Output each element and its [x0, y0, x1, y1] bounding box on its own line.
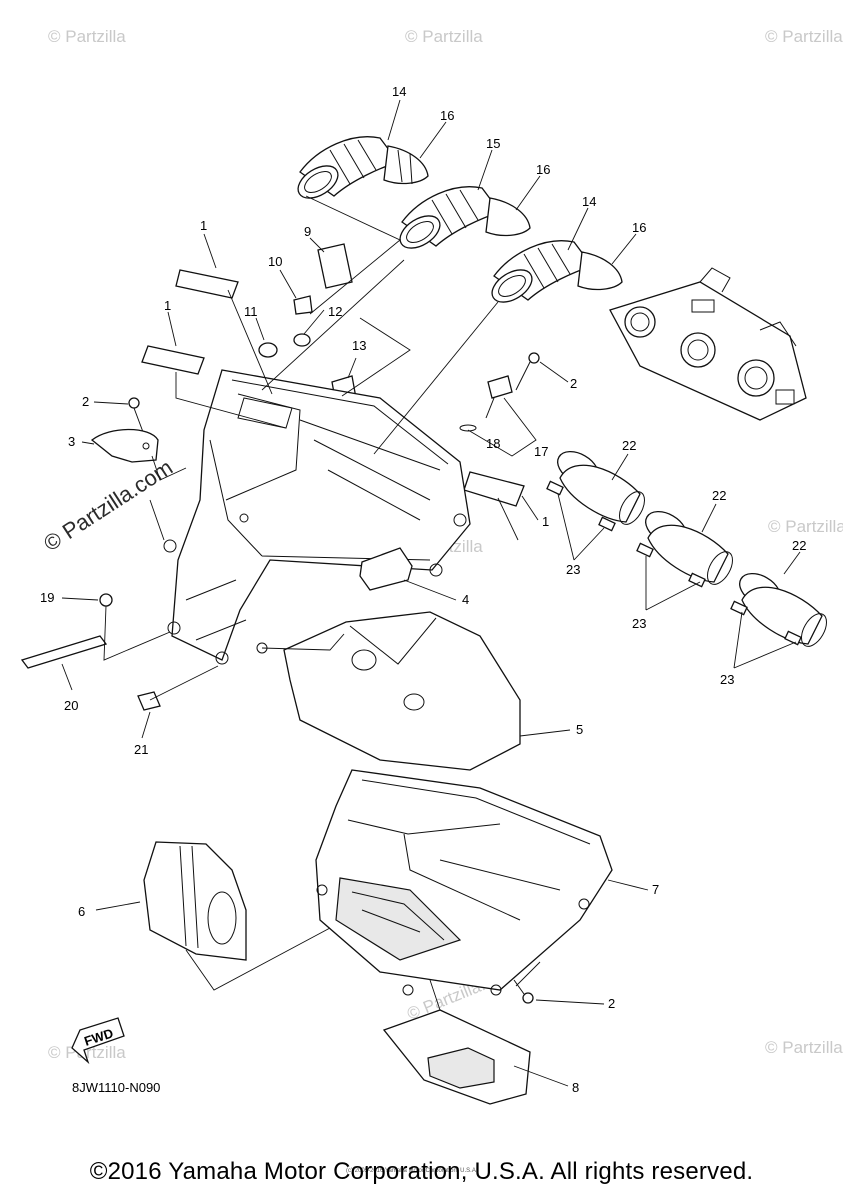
callout-20: 20	[64, 698, 78, 713]
callout-22c: 22	[792, 538, 806, 553]
diagram-code: 8JW1110-N090	[72, 1080, 160, 1095]
collar-part-11	[258, 342, 278, 358]
joint-part-22c	[739, 572, 827, 647]
callout-15: 15	[486, 136, 500, 151]
callout-labels: 14 16 15 16 14 16 1 9 10 1 11 12 13 2 2 …	[40, 84, 806, 1095]
callout-13: 13	[352, 338, 366, 353]
collar-part-12	[293, 333, 311, 347]
grommet-part-10	[293, 295, 313, 315]
air-box-lower-case	[315, 769, 613, 996]
screen-part-8	[382, 1009, 531, 1105]
callout-10: 10	[268, 254, 282, 269]
watermark-top-center: © Partzilla	[405, 27, 483, 46]
callout-9: 9	[304, 224, 311, 239]
callout-23a: 23	[566, 562, 580, 577]
callout-2c: 2	[608, 996, 615, 1011]
rubber-joints	[546, 450, 827, 647]
callout-23c: 23	[720, 672, 734, 687]
callout-16b: 16	[536, 162, 550, 177]
screw-part-19	[99, 593, 113, 607]
intake-funnel-right	[491, 240, 623, 303]
callout-3: 3	[68, 434, 75, 449]
callout-6: 6	[78, 904, 85, 919]
callout-21: 21	[134, 742, 148, 757]
callout-7: 7	[652, 882, 659, 897]
callout-22a: 22	[622, 438, 636, 453]
joint-part-22a	[557, 450, 645, 525]
callout-5: 5	[576, 722, 583, 737]
watermark-mid-right: © Partzilla	[768, 517, 843, 536]
callout-1a: 1	[200, 218, 207, 233]
callout-4: 4	[462, 592, 469, 607]
watermark-bottom-left: © Partzilla	[48, 1043, 126, 1062]
joint-part-22b	[645, 510, 733, 585]
o-ring-part-18	[459, 424, 477, 432]
air-box-upper-case	[163, 369, 471, 665]
watermark-top-right: © Partzilla	[765, 27, 843, 46]
callout-18: 18	[486, 436, 500, 451]
callout-22b: 22	[712, 488, 726, 503]
callout-14b: 14	[582, 194, 596, 209]
watermark-bottom-right: © Partzilla	[765, 1038, 843, 1057]
copyright-footer: ©2016 Yamaha Motor Corporation, U.S.A. A…	[89, 1158, 754, 1185]
element-part-9	[317, 243, 353, 289]
fasteners	[20, 352, 540, 1004]
callout-2b: 2	[570, 376, 577, 391]
throttle-body-assembly	[609, 267, 807, 421]
callout-17: 17	[534, 444, 548, 459]
callout-12: 12	[328, 304, 342, 319]
bracket-part-3	[90, 428, 159, 463]
callout-16c: 16	[632, 220, 646, 235]
fine-print: (c) 2005-2016 Yamaha Motor Corporation, …	[346, 1168, 478, 1174]
intake-funnel-center	[399, 186, 531, 249]
callout-2a: 2	[82, 394, 89, 409]
filter-element-part-5	[283, 611, 521, 771]
callout-16a: 16	[440, 108, 454, 123]
callout-11: 11	[244, 304, 258, 319]
strap-part-20	[20, 635, 108, 669]
callout-19: 19	[40, 590, 54, 605]
callout-1b: 1	[164, 298, 171, 313]
duct-part-6	[143, 841, 247, 961]
cap-part-4	[359, 547, 413, 591]
callout-23b: 23	[632, 616, 646, 631]
leader-lines	[61, 99, 801, 1087]
pad-part-1c	[463, 471, 525, 507]
callout-8: 8	[572, 1080, 579, 1095]
sensor-part-17	[487, 375, 513, 399]
watermark-top-left: © Partzilla	[48, 27, 126, 46]
callout-14a: 14	[392, 84, 406, 99]
intake-funnel-left	[297, 136, 429, 199]
pad-part-1a	[175, 269, 239, 299]
callout-1c: 1	[542, 514, 549, 529]
clip-part-21	[137, 691, 161, 711]
pad-part-1b	[141, 345, 205, 375]
